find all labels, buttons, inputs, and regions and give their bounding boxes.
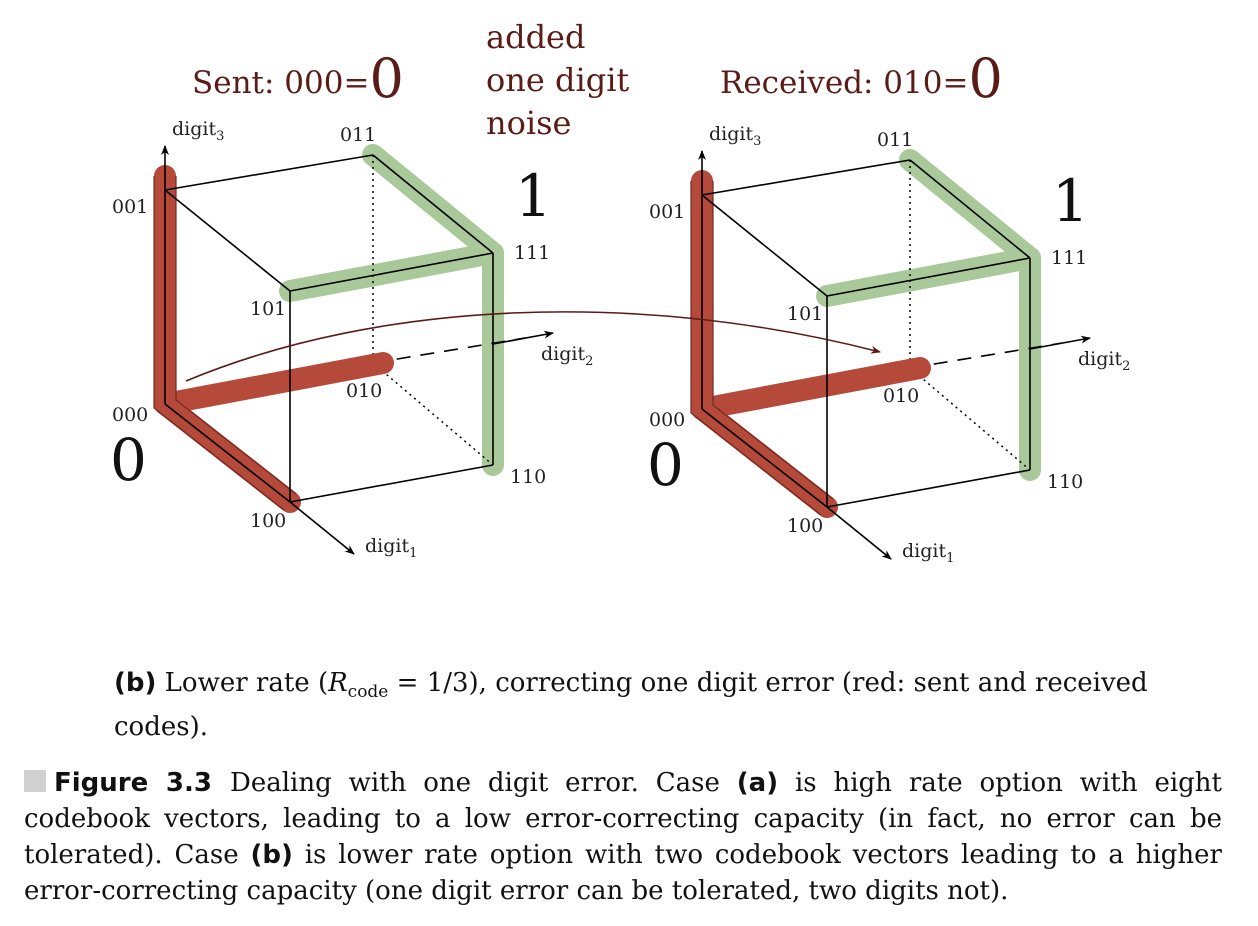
codeword-one-label: 1 (515, 162, 552, 230)
subcaption-label: (b) (114, 668, 157, 698)
noise-line-1: added (486, 18, 586, 56)
axis-digit3-label-received: digit3 (709, 123, 761, 149)
received-heading: Received: 010=0 (720, 52, 1003, 106)
axis-digit3-label: digit3 (172, 118, 224, 144)
sent-cube (154, 146, 553, 554)
received-heading-label: Received: 010= (720, 65, 969, 101)
cube-figure: 011 001 111 101 010 000 110 100 digit3 d… (110, 118, 1130, 600)
label-101: 101 (250, 298, 286, 320)
label-101-received: 101 (787, 303, 823, 325)
axis-digit1-label: digit1 (365, 535, 417, 561)
caption-text-1: Dealing with one digit error. Case (229, 768, 737, 798)
received-cube (691, 151, 1090, 559)
label-110: 110 (510, 466, 546, 488)
label-000: 000 (112, 404, 148, 426)
received-heading-value: 0 (968, 47, 1003, 110)
label-011-received: 011 (877, 129, 913, 151)
label-110-received: 110 (1047, 471, 1083, 493)
figure-caption: Figure 3.3 Dealing with one digit error. … (24, 765, 1222, 909)
subcaption-part1: Lower rate ( (164, 668, 329, 698)
codeword-zero-label-received: 0 (647, 431, 684, 499)
label-011: 011 (340, 124, 376, 146)
label-001-received: 001 (649, 201, 685, 223)
sent-heading: Sent: 000=0 (192, 52, 404, 106)
noise-annotation: added one digit noise (486, 16, 646, 145)
label-001: 001 (112, 196, 148, 218)
axis-digit1-label-received: digit1 (902, 540, 954, 566)
label-000-received: 000 (649, 409, 685, 431)
label-100-received: 100 (787, 515, 823, 537)
caption-case-b: (b) (250, 840, 293, 870)
codeword-zero-label: 0 (110, 426, 147, 494)
label-111: 111 (514, 242, 550, 264)
noise-line-2: one digit (486, 61, 630, 99)
noise-line-3: noise (486, 104, 572, 142)
label-100: 100 (250, 510, 286, 532)
axis-digit2-label-received: digit2 (1078, 348, 1130, 374)
noise-arrow (185, 311, 881, 382)
label-010: 010 (346, 380, 382, 402)
figure-label: Figure 3.3 (54, 768, 212, 798)
subcaption-subscript: code (347, 682, 389, 703)
axis-digit2-label: digit2 (541, 343, 593, 369)
codeword-one-label-received: 1 (1052, 167, 1089, 235)
subcaption-symbol: R (328, 668, 348, 698)
caption-marker (24, 770, 46, 792)
label-010-received: 010 (883, 385, 919, 407)
subcaption: (b) Lower rate (Rcode = 1/3), correcting… (114, 666, 1154, 745)
caption-text-3: is lower rate option with two codebook v… (24, 840, 1222, 906)
sent-heading-value: 0 (369, 47, 404, 110)
subcaption-part2: = 1/3), correcting one digit error (red:… (114, 668, 1148, 743)
caption-case-a: (a) (736, 768, 779, 798)
label-111-received: 111 (1051, 247, 1087, 269)
caption-text-2: is high rate option with eight codebook … (24, 768, 1222, 870)
sent-heading-label: Sent: 000= (192, 65, 370, 101)
